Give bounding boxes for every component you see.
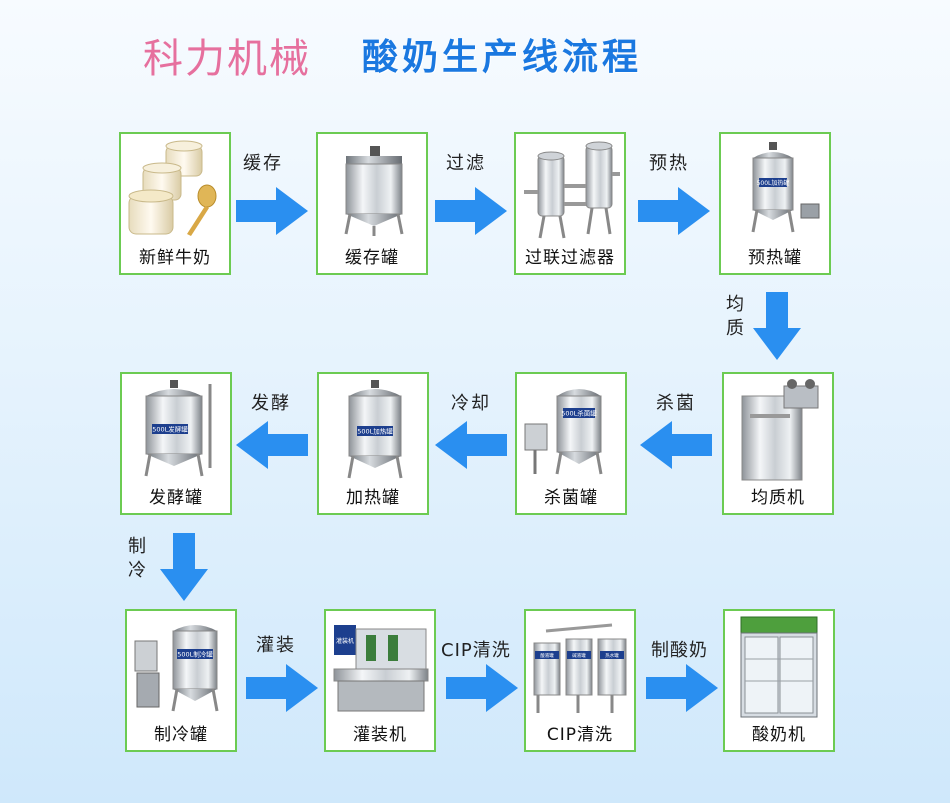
milk-jars-image bbox=[128, 140, 217, 236]
equipment-label: 制冷罐 bbox=[154, 725, 208, 745]
step-label-cool: 冷却 bbox=[451, 393, 491, 414]
tank-tag: 500L制冷罐 bbox=[177, 650, 213, 659]
arrow-right-icon bbox=[446, 664, 518, 712]
step-label-sterilize: 杀菌 bbox=[656, 393, 696, 414]
tank-image: 500L制冷罐 bbox=[134, 625, 219, 712]
equipment-filling-machine: 灌装机 灌装机 bbox=[324, 609, 436, 752]
equipment-yogurt-machine: 酸奶机 bbox=[723, 609, 835, 752]
step-label-fill: 灌装 bbox=[256, 635, 296, 656]
equipment-label: 预热罐 bbox=[748, 248, 802, 268]
arrow-left-icon bbox=[236, 421, 308, 469]
yogurt-cabinet-image bbox=[740, 616, 818, 718]
tank-tag: 500L加热罐 bbox=[357, 427, 393, 436]
tank-image: 500L加热罐 bbox=[751, 142, 820, 233]
filter-image bbox=[524, 141, 620, 239]
machine-tag: 灌装机 bbox=[336, 637, 354, 645]
equipment-label: 过联过滤器 bbox=[525, 248, 615, 268]
step-label-make-yogurt: 制酸奶 bbox=[651, 640, 708, 661]
equipment-label: 灌装机 bbox=[353, 725, 407, 745]
step-label-ferment: 发酵 bbox=[251, 393, 291, 414]
step-label-filter: 过滤 bbox=[446, 153, 486, 174]
step-label-refrigerate: 制冷 bbox=[128, 536, 146, 581]
tank-image: 500L杀菌罐 bbox=[524, 389, 603, 475]
equipment-label: 缓存罐 bbox=[345, 248, 399, 268]
arrow-right-icon bbox=[246, 664, 318, 712]
step-label-homogenize: 均质 bbox=[726, 294, 744, 339]
tank-image bbox=[344, 146, 404, 236]
arrow-left-icon bbox=[435, 421, 507, 469]
equipment-ferment-tank: 500L发酵罐 发酵罐 bbox=[120, 372, 232, 515]
equipment-label: 发酵罐 bbox=[149, 488, 203, 508]
equipment-label: 均质机 bbox=[751, 488, 805, 508]
equipment-homogenizer: 均质机 bbox=[722, 372, 834, 515]
equipment-label: 新鲜牛奶 bbox=[139, 248, 211, 268]
filling-machine-image: 灌装机 bbox=[333, 625, 429, 712]
arrow-right-icon bbox=[236, 187, 308, 235]
step-label-preheat: 预热 bbox=[649, 153, 689, 174]
tank-image: 500L发酵罐 bbox=[144, 380, 212, 477]
step-label-cip: CIP清洗 bbox=[441, 640, 511, 661]
equipment-label: 杀菌罐 bbox=[544, 488, 598, 508]
arrow-down-icon bbox=[753, 292, 801, 360]
cip-tanks-image: 酸液罐 碱液罐 热水罐 bbox=[533, 623, 627, 713]
equipment-cip-cleaning: 酸液罐 碱液罐 热水罐 CIP清洗 bbox=[524, 609, 636, 752]
tank-tag: 500L发酵罐 bbox=[152, 425, 188, 434]
equipment-label: CIP清洗 bbox=[546, 725, 614, 745]
step-label-buffer: 缓存 bbox=[243, 153, 283, 174]
arrow-right-icon bbox=[646, 664, 718, 712]
arrow-down-icon bbox=[160, 533, 208, 601]
arrow-left-icon bbox=[640, 421, 712, 469]
page-title: 酸奶生产线流程 bbox=[362, 37, 643, 78]
arrow-right-icon bbox=[638, 187, 710, 235]
equipment-label: 酸奶机 bbox=[752, 725, 806, 745]
equipment-sterilize-tank: 500L杀菌罐 杀菌罐 bbox=[515, 372, 627, 515]
equipment-heating-tank: 500L加热罐 加热罐 bbox=[317, 372, 429, 515]
arrow-right-icon bbox=[435, 187, 507, 235]
brand-title: 科力机械 bbox=[143, 36, 311, 82]
equipment-buffer-tank: 缓存罐 bbox=[316, 132, 428, 275]
tank-tag: 酸液罐 bbox=[540, 652, 554, 659]
equipment-cooling-tank: 500L制冷罐 制冷罐 bbox=[125, 609, 237, 752]
tank-tag: 500L加热罐 bbox=[757, 179, 790, 187]
tank-image: 500L加热罐 bbox=[347, 380, 403, 479]
equipment-fresh-milk: 新鲜牛奶 bbox=[119, 132, 231, 275]
equipment-duplex-filter: 过联过滤器 bbox=[514, 132, 626, 275]
tank-tag: 热水罐 bbox=[605, 652, 619, 659]
equipment-preheat-tank: 500L加热罐 预热罐 bbox=[719, 132, 831, 275]
tank-tag: 500L杀菌罐 bbox=[561, 409, 597, 418]
homogenizer-image bbox=[741, 379, 819, 481]
equipment-label: 加热罐 bbox=[346, 488, 400, 508]
tank-tag: 碱液罐 bbox=[572, 652, 586, 659]
